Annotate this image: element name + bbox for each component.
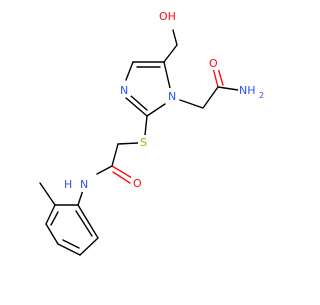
bond-benzene-inner-2 (62, 239, 80, 249)
molecule-diagram: OH O NH 2 N N S O N H (39, 8, 266, 256)
bond-carbonyl-nh2 (217, 86, 239, 91)
bond-c5-ch2 (163, 44, 178, 63)
bond-methyl (39, 182, 56, 206)
bond-benzene-2 (45, 204, 56, 225)
bond-amide-c-o (111, 165, 133, 179)
bond-carbonyl-o (212, 67, 219, 88)
bond-benzene-3 (45, 223, 59, 245)
bond-benzene-4 (57, 243, 81, 256)
bond-c2-s (144, 115, 148, 136)
bond-ch2-carbonyl (202, 86, 219, 109)
bond-ch2-oh (172, 29, 178, 46)
bond-s-ch2 (117, 142, 139, 145)
bond-n1-ch2 (179, 99, 204, 109)
atom-label-ring-n-left: N (120, 84, 128, 97)
bond-benzene-inner-1 (50, 211, 59, 226)
bond-benzene-6 (77, 204, 99, 239)
atom-label-amide-n: N (80, 178, 88, 191)
atom-label-amide-nh2: NH (239, 84, 256, 97)
bond-ring-n3-c2 (125, 97, 148, 117)
bond-ring-n3-c2-double (130, 95, 148, 111)
atom-label-sulfur: S (140, 136, 147, 149)
bond-nh-ring (77, 189, 84, 206)
bond-amide-c-o-double (112, 171, 131, 184)
bond-ring-n1-c5 (163, 61, 171, 89)
atom-label-amide-oxygen-top: O (209, 57, 218, 70)
bond-carbonyl-o-double (217, 67, 224, 86)
bond-ch2-amide-c (111, 143, 119, 167)
atom-label-ring-n-upper: N (168, 90, 176, 103)
bond-ring-c2-n1 (146, 103, 166, 117)
atom-label-hydroxyl: OH (159, 10, 176, 23)
bond-ring-c4-n3 (125, 61, 134, 81)
atom-label-amide-n-h: H (64, 178, 72, 191)
molecule-structure: OH O NH 2 N N S O N H (39, 8, 266, 256)
bond-benzene-inner-3 (75, 210, 93, 237)
atom-label-amide-nh2-subscript: 2 (259, 91, 264, 100)
bond-amide-c-nh (96, 165, 113, 175)
bond-benzene-5 (79, 237, 99, 256)
atom-label-amide-oxygen-lower: O (133, 177, 142, 190)
